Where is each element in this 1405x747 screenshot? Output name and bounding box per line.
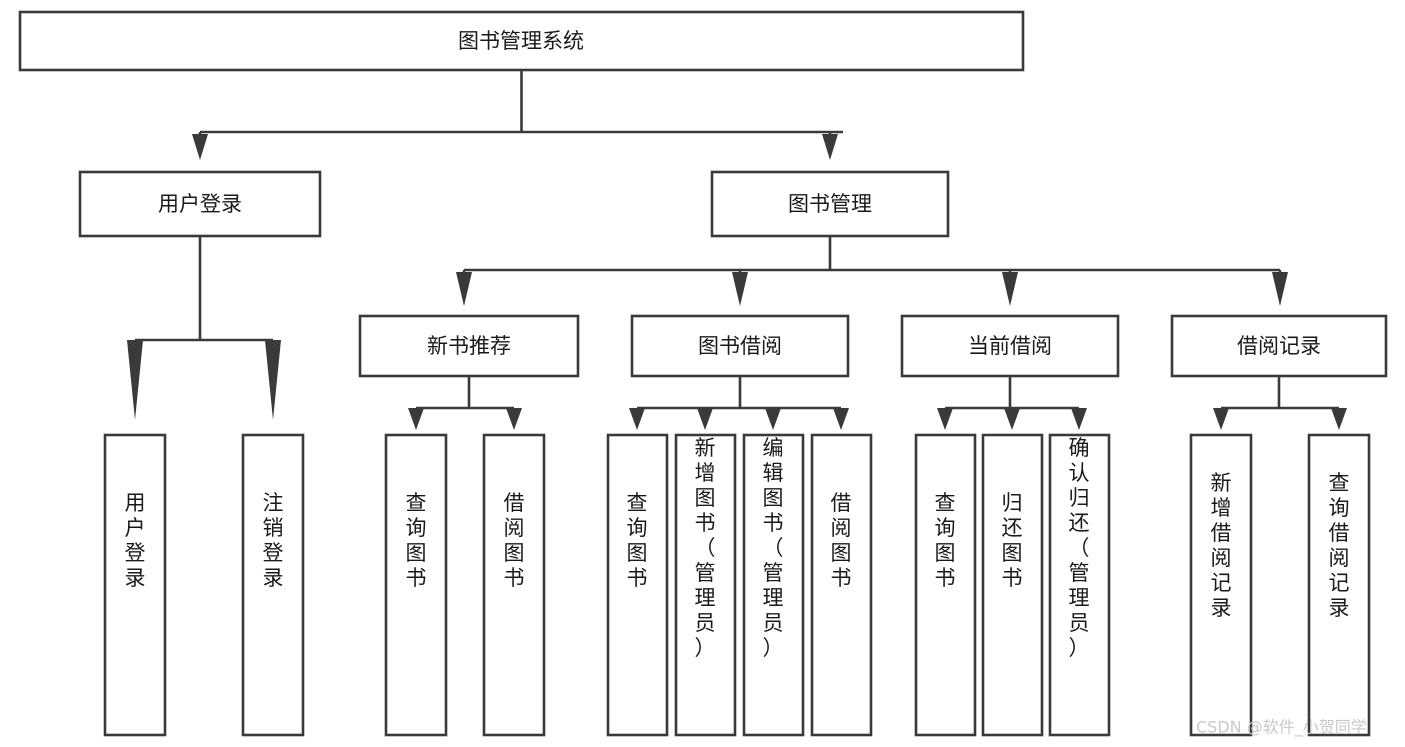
node-label-leaf-query-book-bb: 查询图书	[627, 491, 648, 590]
node-leaf-return-book[interactable]: 归还图书	[981, 433, 1044, 737]
arrow-book-mgmt-to-current	[1002, 272, 1018, 306]
node-current-borrow[interactable]: 当前借阅	[900, 314, 1120, 378]
connector-group-record	[1213, 376, 1347, 430]
node-box-system-root[interactable]	[18, 10, 1025, 72]
node-book-borrow[interactable]: 图书借阅	[630, 314, 850, 378]
node-new-book-recommend[interactable]: 新书推荐	[358, 314, 580, 378]
arrow-borrow-child-3	[765, 408, 781, 430]
arrow-borrow-child-2	[697, 408, 713, 430]
node-leaf-query-book-cb[interactable]: 查询图书	[914, 433, 977, 737]
connector-group-current	[937, 376, 1087, 430]
node-label-book-borrow: 图书借阅	[698, 334, 782, 358]
node-box-leaf-borrow-book-nb[interactable]	[482, 433, 546, 737]
node-leaf-user-login[interactable]: 用户登录	[103, 433, 167, 737]
node-box-borrow-record[interactable]	[1170, 314, 1388, 378]
node-leaf-query-borrow-record[interactable]: 查询借阅记录	[1307, 433, 1371, 737]
node-box-current-borrow[interactable]	[900, 314, 1120, 378]
node-leaf-query-book-bb[interactable]: 查询图书	[606, 433, 669, 737]
node-system-root[interactable]: 图书管理系统	[18, 10, 1025, 72]
node-box-user-login[interactable]	[78, 170, 322, 238]
arrow-current-child-3	[1071, 408, 1087, 430]
node-label-leaf-edit-book-admin: 编辑图书（管理员）	[763, 436, 784, 660]
arrow-record-child-1	[1213, 408, 1229, 430]
node-box-leaf-return-book[interactable]	[981, 433, 1044, 737]
arrow-book-mgmt-to-new-book	[456, 272, 472, 306]
node-label-borrow-record: 借阅记录	[1237, 334, 1321, 358]
arrow-current-child-1	[937, 408, 953, 430]
connector-group-borrow	[629, 376, 849, 430]
node-label-current-borrow: 当前借阅	[968, 334, 1052, 358]
node-label-leaf-borrow-book-nb: 借阅图书	[504, 491, 525, 590]
node-label-leaf-add-borrow-record: 新增借阅记录	[1211, 471, 1232, 620]
node-borrow-record[interactable]: 借阅记录	[1170, 314, 1388, 378]
node-label-leaf-user-login: 用户登录	[125, 491, 146, 590]
node-label-book-management: 图书管理	[788, 192, 872, 216]
node-leaf-query-book-nb[interactable]: 查询图书	[384, 433, 448, 737]
connector-group-root	[192, 70, 843, 160]
arrow-current-child-2	[1004, 408, 1020, 430]
node-label-leaf-query-borrow-record: 查询借阅记录	[1329, 471, 1350, 620]
node-box-book-management[interactable]	[710, 170, 950, 238]
node-box-leaf-logout[interactable]	[241, 433, 305, 737]
arrow-borrow-child-1	[629, 408, 645, 430]
node-box-leaf-edit-book-admin[interactable]	[742, 433, 805, 737]
node-label-new-book-recommend: 新书推荐	[427, 334, 511, 358]
node-leaf-edit-book-admin[interactable]: 编辑图书（管理员）	[742, 433, 805, 737]
arrow-root-to-user-login	[192, 134, 208, 160]
node-box-leaf-query-book-bb[interactable]	[606, 433, 669, 737]
arrow-book-mgmt-to-borrow	[732, 272, 748, 306]
node-leaf-borrow-book-nb[interactable]: 借阅图书	[482, 433, 546, 737]
node-label-leaf-add-book-admin: 新增图书（管理员）	[695, 436, 716, 660]
node-label-leaf-return-book: 归还图书	[1002, 491, 1023, 590]
connector-group-new-book	[408, 376, 522, 430]
node-box-leaf-query-book-cb[interactable]	[914, 433, 977, 737]
connector-group-user-login	[127, 236, 281, 420]
node-label-leaf-query-book-nb: 查询图书	[406, 491, 427, 590]
arrow-book-mgmt-to-record	[1272, 272, 1288, 306]
node-user-login[interactable]: 用户登录	[78, 170, 322, 238]
node-book-management[interactable]: 图书管理	[710, 170, 950, 238]
node-box-leaf-confirm-return-admin[interactable]	[1048, 433, 1111, 737]
node-box-leaf-query-book-nb[interactable]	[384, 433, 448, 737]
node-label-user-login: 用户登录	[158, 192, 242, 216]
arrow-new-book-child-2	[506, 408, 522, 430]
node-leaf-confirm-return-admin[interactable]: 确认归还（管理员）	[1048, 433, 1111, 737]
arrow-borrow-child-4	[833, 408, 849, 430]
arrow-new-book-child-1	[408, 408, 424, 430]
connector-group-book-mgmt	[456, 236, 1288, 306]
node-leaf-add-borrow-record[interactable]: 新增借阅记录	[1189, 433, 1253, 737]
node-label-leaf-confirm-return-admin: 确认归还（管理员）	[1069, 436, 1090, 660]
node-box-leaf-user-login[interactable]	[103, 433, 167, 737]
csdn-watermark: CSDN @软件_小贺同学	[1196, 718, 1367, 738]
node-box-leaf-query-borrow-record[interactable]	[1307, 433, 1371, 737]
node-leaf-logout[interactable]: 注销登录	[241, 433, 305, 737]
node-label-leaf-borrow-book-bb: 借阅图书	[831, 491, 852, 590]
node-label-system-root: 图书管理系统	[458, 29, 584, 53]
node-box-new-book-recommend[interactable]	[358, 314, 580, 378]
node-label-leaf-logout: 注销登录	[263, 491, 284, 590]
node-box-leaf-add-borrow-record[interactable]	[1189, 433, 1253, 737]
arrow-record-child-2	[1331, 408, 1347, 430]
node-leaf-borrow-book-bb[interactable]: 借阅图书	[810, 433, 873, 737]
node-box-book-borrow[interactable]	[630, 314, 850, 378]
arrow-root-to-book-mgmt	[822, 134, 838, 160]
node-box-leaf-borrow-book-bb[interactable]	[810, 433, 873, 737]
node-leaf-add-book-admin[interactable]: 新增图书（管理员）	[674, 433, 737, 737]
node-label-leaf-query-book-cb: 查询图书	[935, 491, 956, 590]
node-box-leaf-add-book-admin[interactable]	[674, 433, 737, 737]
